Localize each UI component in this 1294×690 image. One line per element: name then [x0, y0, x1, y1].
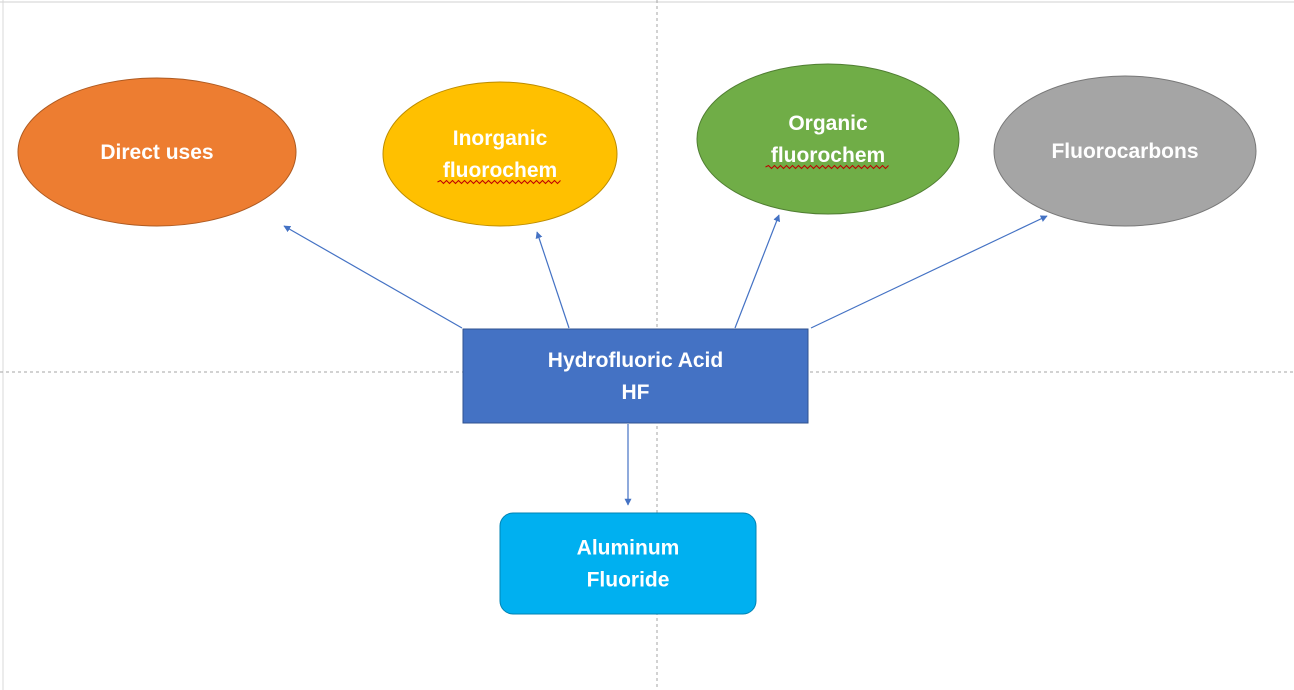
aluminum-fluoride-shape[interactable] [499, 512, 757, 615]
hydrofluoric-acid-shape[interactable] [462, 328, 809, 424]
inorganic-fluorochem-label-line-2: fluorochem [443, 159, 557, 182]
node-fluorocarbons[interactable]: Fluorocarbons [993, 75, 1257, 227]
node-layer: Direct uses Inorganic fluorochem Organic flu… [17, 63, 1257, 615]
arrow-hydrofluoric-acid-to-inorganic-fluorochem[interactable] [535, 231, 570, 329]
node-inorganic-fluorochem[interactable]: Inorganic fluorochem [382, 81, 618, 227]
direct-uses-label-line-1: Direct uses [100, 141, 213, 164]
arrow-hydrofluoric-acid-to-direct-uses[interactable] [283, 225, 463, 329]
arrow-hydrofluoric-acid-to-fluorocarbons[interactable] [810, 215, 1048, 329]
fluorocarbons-shape[interactable] [993, 75, 1257, 227]
organic-fluorochem-shape[interactable] [696, 63, 960, 215]
inorganic-fluorochem-shape[interactable] [382, 81, 618, 227]
organic-fluorochem-label-line-2: fluorochem [771, 144, 885, 167]
hydrofluoric-acid-label-line-1: Hydrofluoric Acid [548, 349, 723, 372]
aluminum-fluoride-label-line-2: Fluoride [587, 569, 670, 592]
aluminum-fluoride-label-line-1: Aluminum [577, 537, 680, 560]
fluorocarbons-label-line-1: Fluorocarbons [1051, 140, 1198, 163]
organic-fluorochem-spellcheck-underline [765, 164, 889, 170]
hydrofluoric-acid-label-line-2: HF [622, 381, 650, 404]
arrow-hydrofluoric-acid-to-organic-fluorochem[interactable] [734, 214, 780, 329]
direct-uses-shape[interactable] [17, 77, 297, 227]
node-direct-uses[interactable]: Direct uses [17, 77, 297, 227]
inorganic-fluorochem-label-line-1: Inorganic [453, 127, 548, 150]
organic-fluorochem-label-line-1: Organic [788, 112, 868, 135]
inorganic-fluorochem-spellcheck-underline [437, 179, 561, 185]
connector-layer [283, 214, 1048, 506]
node-organic-fluorochem[interactable]: Organic fluorochem [696, 63, 960, 215]
